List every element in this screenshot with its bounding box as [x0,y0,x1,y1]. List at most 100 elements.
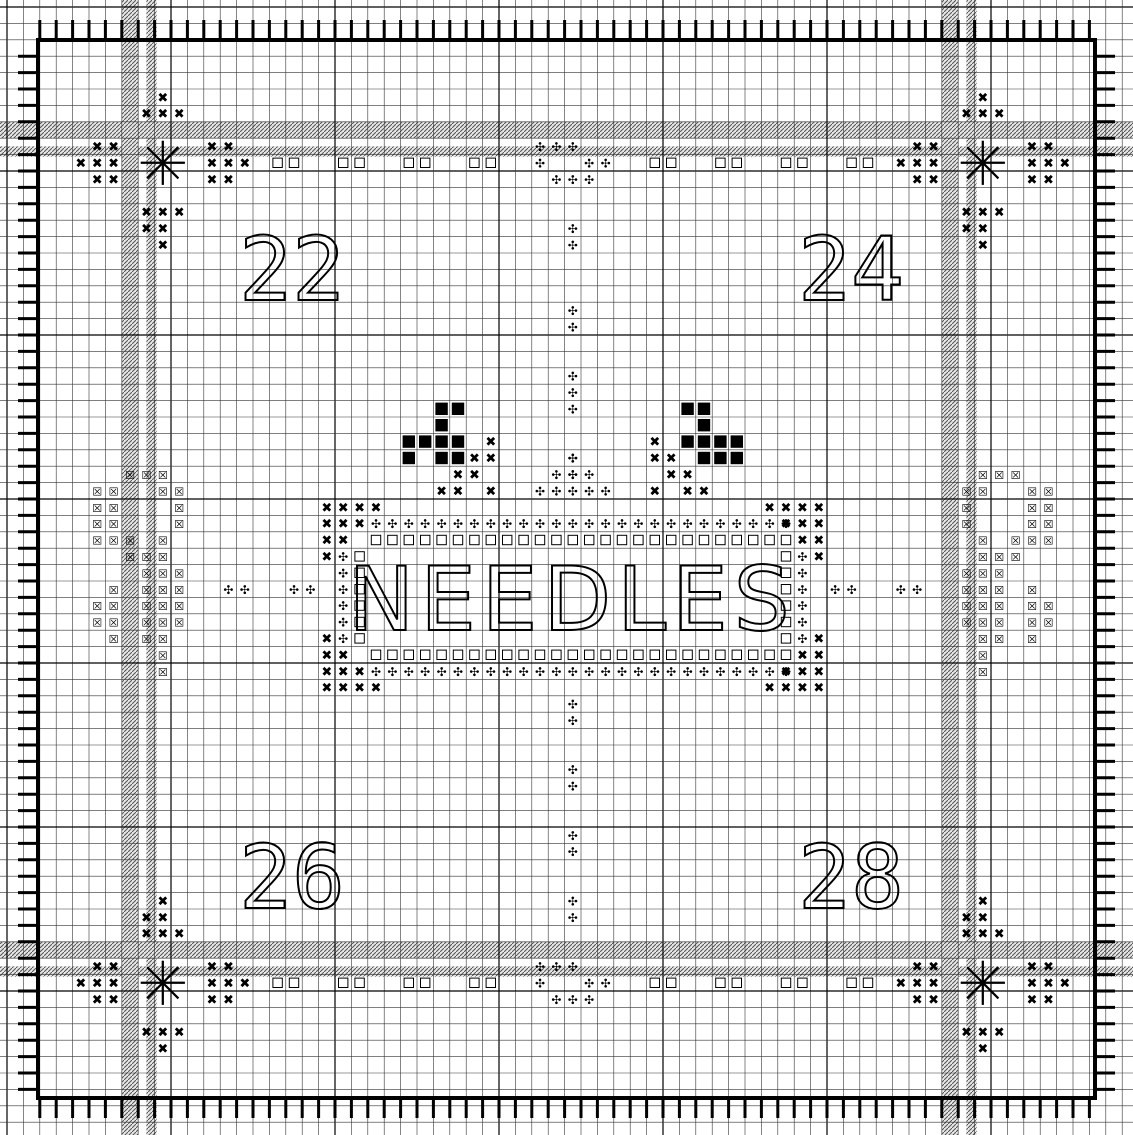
open-square-stitch [863,158,872,167]
cross-stitch: ✖ [961,206,972,221]
open-square-stitch [273,158,282,167]
open-square-stitch [667,535,676,544]
cross-stitch: ✖ [682,468,693,483]
filled-square-stitch [714,435,726,447]
cross-stitch: ✖ [764,501,775,516]
plus-stitch: ✣ [338,616,348,630]
cross-stitch: ✖ [994,206,1005,221]
cross-stitch: ✖ [207,960,218,975]
small-cross-stitch: ☒ [1027,535,1037,548]
cross-stitch: ✖ [207,140,218,155]
plus-stitch: ✣ [568,780,578,794]
cross-stitch: ✖ [813,648,824,663]
cross-stitch: ✖ [174,927,185,942]
cross-stitch: ✖ [338,501,349,516]
plus-stitch: ✣ [551,960,561,974]
open-square-stitch [535,650,544,659]
open-square-stitch [765,535,774,544]
small-cross-stitch: ☒ [1011,535,1021,548]
cross-stitch: ✖ [928,156,939,171]
open-square-stitch [781,978,790,987]
small-cross-stitch: ☒ [1043,518,1053,531]
cross-stitch: ✖ [912,960,923,975]
size-label-28: 28 [798,826,904,929]
plus-stitch: ✣ [420,517,430,531]
cross-stitch: ✖ [1027,140,1038,155]
small-cross-stitch: ☒ [994,633,1004,646]
cross-stitch: ✖ [321,665,332,680]
cross-stitch: ✖ [1043,156,1054,171]
cross-stitch: ✖ [338,665,349,680]
plus-stitch: ✣ [568,763,578,777]
open-square-stitch [404,650,413,659]
open-square-stitch [683,650,692,659]
cross-stitch: ✖ [354,501,365,516]
small-cross-stitch: ☒ [141,567,151,580]
open-square-stitch [617,650,626,659]
small-cross-stitch: ☒ [109,502,119,515]
plus-stitch: ✣ [568,452,578,466]
small-cross-stitch: ☒ [141,469,151,482]
open-square-stitch [371,535,380,544]
open-square-stitch [798,158,807,167]
open-square-stitch [404,535,413,544]
small-cross-stitch: ☒ [141,584,151,597]
open-square-stitch [716,978,725,987]
cross-stitch: ✖ [797,534,808,549]
cross-stitch: ✖ [223,960,234,975]
open-square-stitch [519,535,528,544]
cross-stitch: ✖ [92,173,103,188]
filled-square-stitch [452,435,464,447]
small-cross-stitch: ☒ [961,584,971,597]
small-cross-stitch: ☒ [978,600,988,613]
open-square-stitch [421,535,430,544]
cross-stitch: ✖ [781,681,792,696]
cross-stitch: ✖ [928,173,939,188]
plus-stitch: ✣ [240,583,250,597]
small-cross-stitch: ☒ [994,617,1004,630]
open-square-stitch [535,535,544,544]
small-cross-stitch: ☒ [158,600,168,613]
cross-stitch: ✖ [485,435,496,450]
cross-stitch: ✖ [977,222,988,237]
cross-stitch: ✖ [141,206,152,221]
plus-stitch: ✣ [551,993,561,1007]
plus-stitch: ✣ [437,517,447,531]
cross-stitch: ✖ [321,648,332,663]
plus-stitch: ✣ [387,665,397,679]
plus-stitch: ✣ [371,665,381,679]
small-cross-stitch: ☒ [1043,617,1053,630]
filled-square-stitch [435,403,447,415]
cross-stitch: ✖ [141,927,152,942]
plus-stitch: ✣ [404,517,414,531]
plus-stitch: ✣ [797,632,807,646]
cross-stitch: ✖ [157,1026,168,1041]
plus-stitch: ✣ [601,156,611,170]
open-square-stitch [601,535,610,544]
small-cross-stitch: ☒ [1011,551,1021,564]
cross-stitch: ✖ [469,452,480,467]
open-square-stitch [355,978,364,987]
cross-stitch: ✖ [157,222,168,237]
title-needles: NEEDLES [348,548,795,651]
plus-stitch: ✣ [568,140,578,154]
plus-stitch: ✣ [584,993,594,1007]
open-square-stitch [863,978,872,987]
filled-square-stitch [452,403,464,415]
cross-stitch: ✖ [321,534,332,549]
plus-stitch: ✣ [732,665,742,679]
cross-stitch: ✖ [207,173,218,188]
cross-stitch: ✖ [977,238,988,253]
plus-stitch: ✣ [551,468,561,482]
filled-square-stitch [731,452,743,464]
open-square-stitch [486,158,495,167]
open-square-stitch [421,158,430,167]
open-square-stitch [749,650,758,659]
cross-stitch: ✖ [928,140,939,155]
open-square-stitch [650,978,659,987]
cross-stitch: ✖ [354,681,365,696]
small-cross-stitch: ☒ [109,518,119,531]
open-square-stitch [470,535,479,544]
open-square-stitch [699,650,708,659]
open-square-stitch [404,978,413,987]
